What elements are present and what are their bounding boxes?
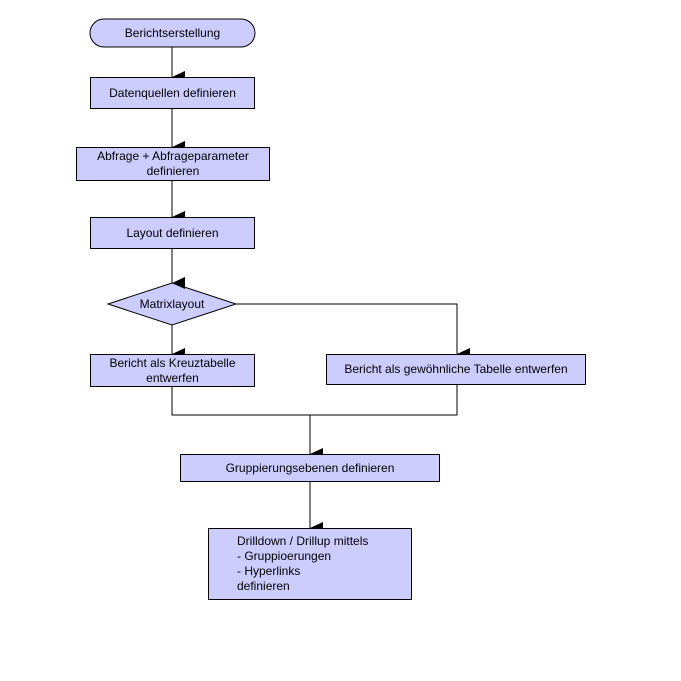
layout-label: Layout definieren [126,225,219,240]
matrix-decision-label: Matrixlayout [139,297,205,311]
datenquellen-label: Datenquellen definieren [109,85,236,100]
drilldown-node: Drilldown / Drillup mittels - Gruppioeru… [208,528,412,600]
tabelle-node: Bericht als gewöhnliche Tabelle entwerfe… [326,354,586,385]
kreuztabelle-node: Bericht als Kreuztabelle entwerfen [90,354,255,387]
layout-node: Layout definieren [90,217,255,249]
abfrage-label: Abfrage + Abfrageparameter definieren [97,149,249,178]
kreuztabelle-label: Bericht als Kreuztabelle entwerfen [109,355,236,385]
gruppierung-label: Gruppierungsebenen definieren [225,460,395,475]
abfrage-node: Abfrage + Abfrageparameter definieren [76,147,270,181]
tabelle-label: Bericht als gewöhnliche Tabelle entwerfe… [344,362,568,376]
datenquellen-node: Datenquellen definieren [90,77,255,109]
connector-matrix-to-tabelle [236,303,470,360]
start-terminal-label: Berichtserstellung [124,26,221,40]
connector-kreuztabelle-merge [171,387,310,416]
connector-tabelle-merge [310,385,458,416]
drilldown-label: Drilldown / Drillup mittels - Gruppioeru… [237,534,369,593]
gruppierung-node: Gruppierungsebenen definieren [180,454,440,482]
